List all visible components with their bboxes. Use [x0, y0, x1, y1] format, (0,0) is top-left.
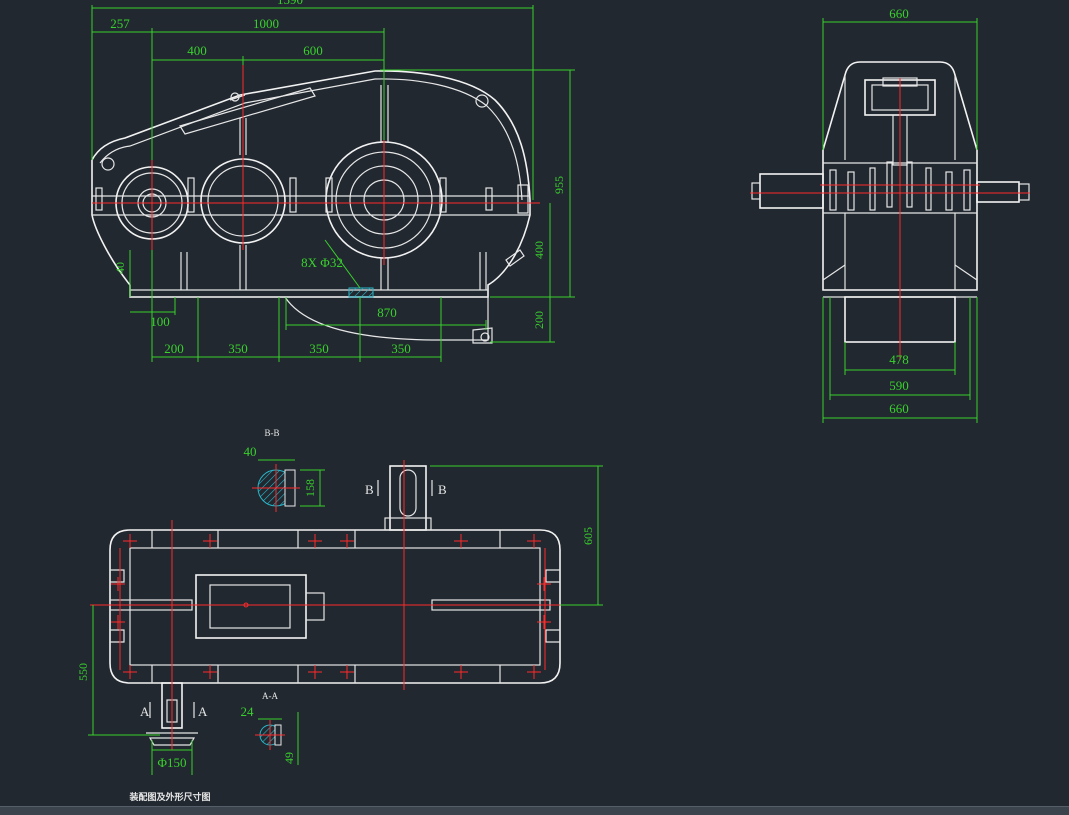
- front-view: 1590 257 1000 400 600 955 400 200 40 100…: [91, 0, 575, 362]
- dim-200: 200: [164, 341, 184, 356]
- front-dimension-lines: [91, 5, 575, 362]
- section-mark-b-right: B: [438, 482, 447, 497]
- dim-350-first: 350: [228, 341, 248, 356]
- dim-257: 257: [110, 16, 130, 31]
- dim-side-590: 590: [889, 378, 909, 393]
- section-aa: A-A 24 49: [241, 691, 299, 765]
- dim-height-200: 200: [532, 311, 546, 329]
- section-mark-b-left: B: [365, 482, 374, 497]
- dim-height-955: 955: [552, 176, 566, 194]
- dim-overall-length: 1590: [277, 0, 303, 7]
- dim-height-400: 400: [532, 241, 546, 259]
- dim-40: 40: [113, 262, 127, 274]
- housing-outline: [91, 70, 531, 341]
- side-centerlines: [750, 78, 1030, 360]
- bearing-bores: [115, 141, 443, 259]
- section-aa-width: 24: [241, 704, 255, 719]
- section-aa-title: A-A: [262, 691, 278, 701]
- dim-plan-605: 605: [581, 527, 595, 545]
- dim-plan-phi150: Φ150: [157, 755, 186, 770]
- plan-centerlines: [90, 460, 560, 750]
- flange-bolts: [95, 177, 529, 344]
- foundation-bolt-hatch: [348, 287, 374, 298]
- dim-bolt-callout: 8X Φ32: [301, 255, 343, 270]
- section-mark-a-left: A: [140, 704, 150, 719]
- dim-plan-550: 550: [76, 663, 90, 681]
- front-centerlines: [92, 60, 540, 265]
- section-mark-a-right: A: [198, 704, 208, 719]
- dim-870: 870: [377, 305, 397, 320]
- section-bb-title: B-B: [264, 428, 279, 438]
- dim-400-top: 400: [187, 43, 207, 58]
- section-bb: B-B 40 158: [244, 428, 325, 512]
- section-bb-height: 158: [303, 479, 317, 497]
- dim-side-478: 478: [889, 352, 909, 367]
- dim-side-bottom-660: 660: [889, 401, 909, 416]
- plan-bolt-marks: [111, 534, 551, 679]
- side-housing: [751, 61, 1030, 343]
- section-bb-width: 40: [244, 444, 257, 459]
- plan-view: 605 550 Φ150 B B A A: [76, 460, 603, 775]
- dim-600: 600: [303, 43, 323, 58]
- section-aa-height: 49: [282, 752, 296, 764]
- stiffening-ribs: [180, 85, 487, 290]
- dim-350-third: 350: [391, 341, 411, 356]
- side-view: 660 478 590 660: [750, 6, 1030, 423]
- dim-1000: 1000: [253, 16, 279, 31]
- dim-100: 100: [150, 314, 170, 329]
- plan-dimension-lines: [88, 465, 603, 775]
- dim-side-top-660: 660: [889, 6, 909, 21]
- dim-350-second: 350: [309, 341, 329, 356]
- side-dimension-lines: [822, 18, 978, 423]
- drawing-title-note: 装配图及外形尺寸图: [128, 791, 210, 802]
- status-bar: [0, 806, 1069, 815]
